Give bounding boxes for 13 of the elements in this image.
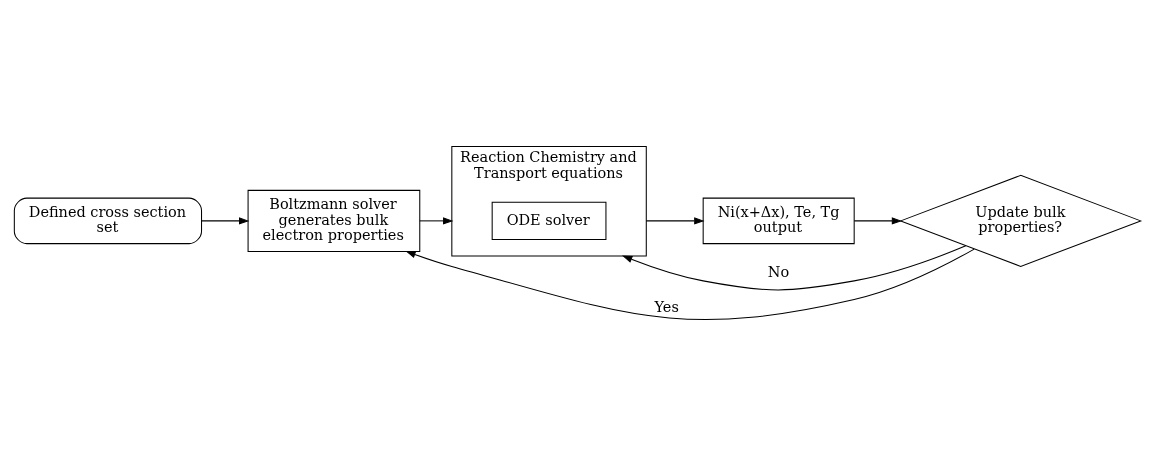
arrow — [645, 216, 705, 224]
node-box: Boltzmann solver generates bulk electron properties — [247, 189, 420, 252]
arrow — [200, 216, 249, 224]
node-box: Ni(x+Δx), Te, Tg output — [702, 197, 855, 244]
arrow — [418, 216, 453, 224]
edge-label: Yes — [654, 298, 679, 315]
arrow — [853, 216, 902, 224]
arrow — [621, 244, 966, 290]
node-box: Defined cross section set — [13, 197, 202, 244]
node-diamond: Update bulk properties? — [898, 174, 1142, 267]
node-box: ODE solver — [491, 201, 606, 240]
edge-label: No — [767, 263, 789, 280]
arrow — [404, 248, 975, 320]
